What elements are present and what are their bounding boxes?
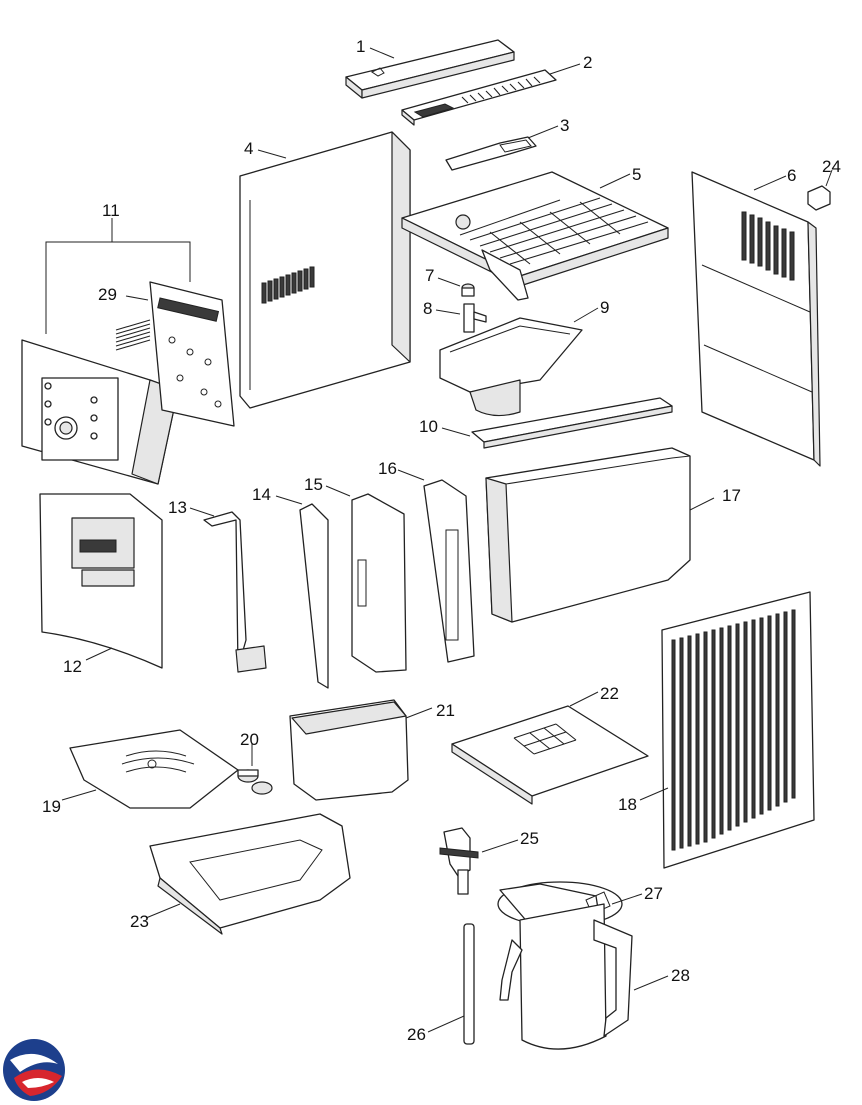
part-26-tube: [463, 923, 475, 1045]
part-8-valve: [463, 303, 487, 333]
part-25-valve: [439, 827, 479, 895]
callout-17: 17: [722, 486, 741, 505]
callout-2: 2: [583, 53, 592, 72]
callout-11: 11: [102, 201, 120, 220]
callout-26: 26: [407, 1025, 426, 1044]
callout-21: 21: [436, 701, 455, 720]
callout-24: 24: [822, 157, 841, 176]
part-7-cap: [461, 283, 475, 297]
part-17-water-tank: [485, 447, 691, 623]
callout-10: 10: [419, 417, 438, 436]
callout-25: 25: [520, 829, 539, 848]
part-6-rear-panel: [691, 171, 821, 467]
callout-5: 5: [632, 165, 641, 184]
callout-leaders: [45, 47, 833, 1033]
callout-27: 27: [644, 884, 663, 903]
callout-19: 19: [42, 797, 61, 816]
callout-16: 16: [378, 459, 397, 478]
part-3-handle: [445, 136, 537, 171]
callout-23: 23: [130, 912, 149, 931]
callout-6: 6: [787, 166, 796, 185]
part-28-milk-jug: [499, 903, 633, 1050]
callout-28: 28: [671, 966, 690, 985]
part-20-feet: [237, 769, 273, 795]
part-24-clip: [807, 185, 831, 211]
callout-3: 3: [560, 116, 569, 135]
brand-logo: [3, 1039, 65, 1101]
callout-14: 14: [252, 485, 271, 504]
part-14-side-trim: [299, 503, 329, 689]
part-5-cup-tray: [401, 171, 669, 301]
part-19-drip-plate: [69, 729, 239, 809]
part-29-circuit-board: [115, 281, 235, 427]
callout-12: 12: [63, 657, 82, 676]
part-2-vent-grille: [401, 69, 557, 126]
callout-15: 15: [304, 475, 323, 494]
callout-20: 20: [240, 730, 259, 749]
part-11-control-panel: [21, 339, 179, 485]
callout-18: 18: [618, 795, 637, 814]
part-13-bracket: [203, 511, 267, 673]
callout-9: 9: [600, 298, 609, 317]
part-16-side-trim: [423, 479, 475, 663]
part-4-side-panel: [239, 131, 411, 409]
callout-22: 22: [600, 684, 619, 703]
callout-29: 29: [98, 285, 117, 304]
part-9-funnel: [439, 317, 583, 417]
part-12-front-cover: [39, 493, 163, 669]
callout-7: 7: [425, 266, 434, 285]
part-18-side-grille: [661, 591, 815, 869]
callout-8: 8: [423, 299, 432, 318]
part-1-top-lid: [345, 39, 515, 99]
callout-1: 1: [356, 37, 365, 56]
part-22-tray-frame: [451, 705, 649, 805]
callout-13: 13: [168, 498, 187, 517]
part-23-drip-tray: [149, 813, 351, 935]
part-21-grounds-container: [289, 699, 409, 801]
part-10-slide-bar: [471, 397, 673, 449]
callout-numbers: 1 2 3 4 5 6 7 8 9 10 11 12 13 14 15 16 1…: [42, 37, 841, 1044]
part-15-side-trim: [351, 493, 407, 673]
callout-4: 4: [244, 139, 253, 158]
